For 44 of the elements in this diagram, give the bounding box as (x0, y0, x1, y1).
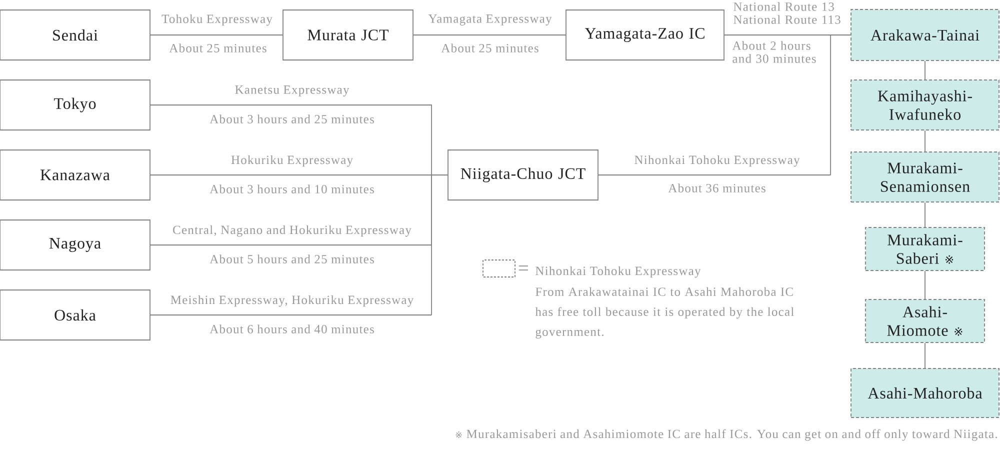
interchange-box: Asahi-Mahoroba (850, 368, 1000, 418)
road-line (830, 34, 852, 176)
travel-time-label: About 25 minutes (441, 44, 538, 52)
road-name-label: Yamagata Expressway (427, 14, 553, 26)
place-box: Niigata-Chuo JCT (448, 150, 598, 200)
interchange-box: Asahi- Miomote ※ (865, 299, 985, 343)
road-name-label: Meishin Expressway, Hokuriku Expressway (169, 294, 415, 308)
road-line (431, 174, 448, 316)
travel-time-label: About 36 minutes (668, 184, 766, 192)
road-line (150, 34, 283, 36)
travel-time-label: About 5 hours and 25 minutes (210, 254, 374, 264)
road-line (413, 34, 566, 36)
road-line (924, 130, 926, 152)
place-box: Murata JCT (282, 10, 414, 60)
place-box: Nagoya (0, 220, 150, 270)
travel-time-label: About 2 hours and 30 minutes (732, 41, 816, 63)
road-name-label: Nihonkai Tohoku Expressway (633, 154, 801, 168)
road-name-label: Kanetsu Expressway (234, 84, 350, 98)
place-box: Yamagata-Zao IC (566, 10, 724, 60)
road-line (924, 60, 926, 80)
travel-time-label: About 3 hours and 25 minutes (210, 114, 374, 124)
road-line (924, 202, 926, 228)
road-line (150, 314, 432, 316)
road-line (924, 342, 926, 368)
road-name-label: Central, Nagano and Hokuriku Expressway (172, 224, 412, 238)
footnote-text: ※ Murakamisaberi and Asahimiomote IC are half ICs. You can get on and off only toward Niigata. (456, 429, 998, 441)
place-box: Kanazawa (0, 150, 150, 200)
interchange-box: Murakami- Senamionsen (850, 152, 1000, 202)
travel-time-label: About 25 minutes (169, 44, 266, 52)
place-box: Osaka (0, 290, 150, 340)
road-name-label: Hokuriku Expressway (230, 154, 354, 168)
note-text: From Arakawatainai IC to Asahi Mahoroba IC has free toll because it is operated by the local government. (535, 287, 794, 339)
place-box: Tokyo (0, 80, 150, 130)
travel-time-label: About 6 hours and 40 minutes (210, 324, 374, 334)
road-name-label: National Route 13 National Route 113 (732, 1, 850, 25)
road-line (598, 174, 831, 176)
interchange-box: Murakami- Saberi ※ (865, 227, 985, 271)
place-box: Sendai (0, 10, 150, 60)
interchange-box: Arakawa-Tainai (850, 9, 1000, 61)
road-name-label: Tohoku Expressway (160, 13, 274, 27)
travel-time-label: About 3 hours and 10 minutes (210, 184, 374, 194)
interchange-box: Kamihayashi- Iwafuneko (850, 80, 1000, 130)
road-line (924, 270, 926, 300)
legend-text: Nihonkai Tohoku Expressway (536, 266, 701, 278)
